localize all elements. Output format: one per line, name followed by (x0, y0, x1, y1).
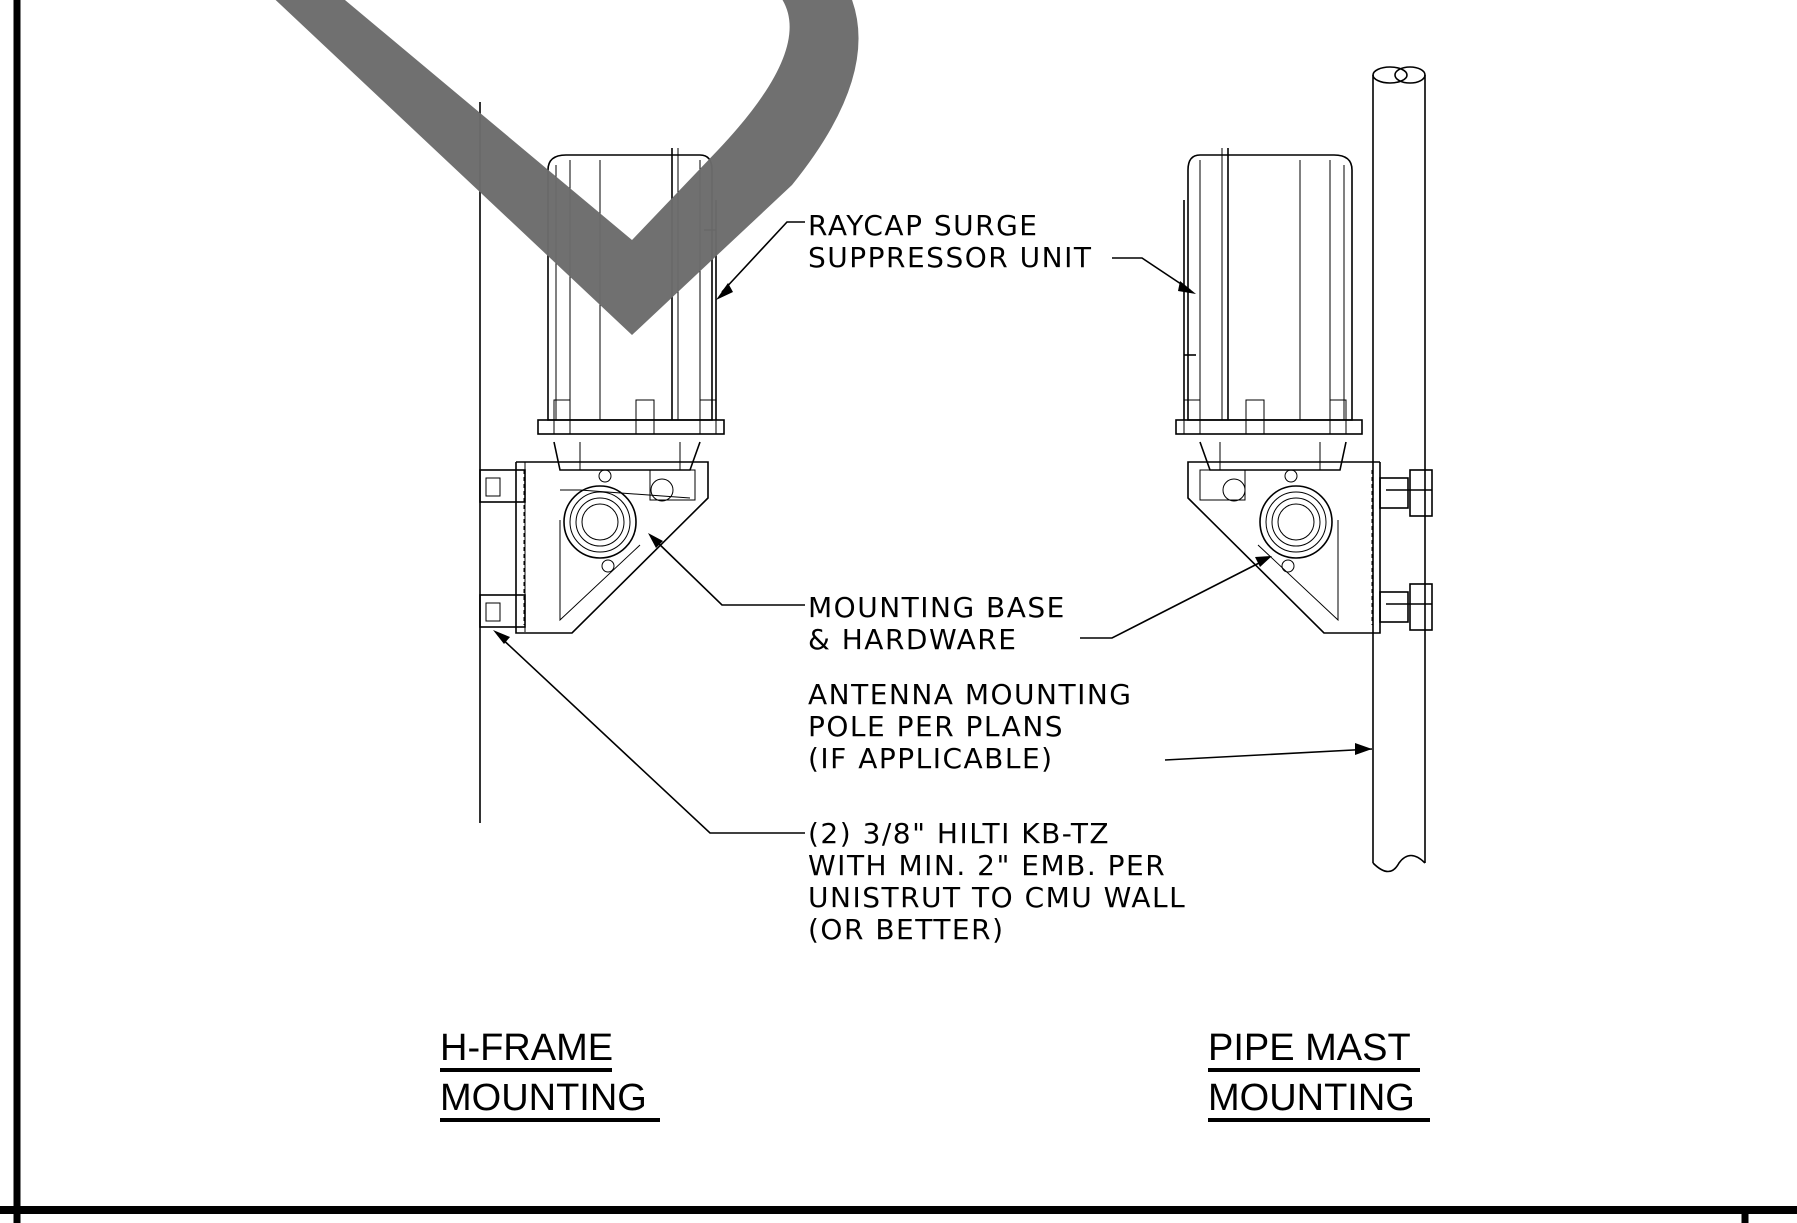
raycap-unit-right (1175, 148, 1363, 471)
mounting-base-left (515, 461, 709, 634)
leader-lines (493, 221, 1373, 834)
callout-raycap: RAYCAP SURGE SUPPRESSOR UNIT (808, 209, 1092, 274)
callout-mounting-base: MOUNTING BASE & HARDWARE (808, 591, 1066, 656)
callout-anchors: (2) 3/8" HILTI KB-TZ WITH MIN. 2" EMB. P… (808, 817, 1186, 946)
pipe-mast-assembly (1175, 66, 1433, 873)
title-h-frame-line1: H-FRAME (440, 1027, 613, 1069)
h-frame-assembly (479, 102, 725, 823)
pipe-mast (1372, 66, 1426, 873)
callout-base-line1: MOUNTING BASE (808, 591, 1066, 624)
callout-anchor-line4: (OR BETTER) (808, 913, 1005, 946)
callout-pole-line2: POLE PER PLANS (808, 710, 1064, 743)
callout-anchor-line3: UNISTRUT TO CMU WALL (808, 881, 1186, 914)
title-pipe-mast-line1: PIPE MAST (1208, 1027, 1411, 1069)
callout-pole-line1: ANTENNA MOUNTING (808, 678, 1132, 711)
title-h-frame-line2: MOUNTING (440, 1077, 647, 1119)
callout-pole-line3: (IF APPLICABLE) (808, 742, 1054, 775)
checkmark-watermark (275, 0, 859, 335)
callout-antenna-pole: ANTENNA MOUNTING POLE PER PLANS (IF APPL… (808, 678, 1132, 775)
title-pipe-mast: PIPE MAST MOUNTING (1208, 1027, 1430, 1122)
callout-raycap-line1: RAYCAP SURGE (808, 209, 1038, 242)
callout-anchor-line1: (2) 3/8" HILTI KB-TZ (808, 817, 1110, 850)
callout-anchor-line2: WITH MIN. 2" EMB. PER (808, 849, 1166, 882)
title-pipe-mast-line2: MOUNTING (1208, 1077, 1415, 1119)
callout-raycap-line2: SUPPRESSOR UNIT (808, 241, 1092, 274)
title-h-frame: H-FRAME MOUNTING (440, 1027, 660, 1122)
mounting-base-right (1187, 461, 1381, 634)
unistrut-clips-left (479, 462, 526, 632)
callout-base-line2: & HARDWARE (808, 623, 1017, 656)
